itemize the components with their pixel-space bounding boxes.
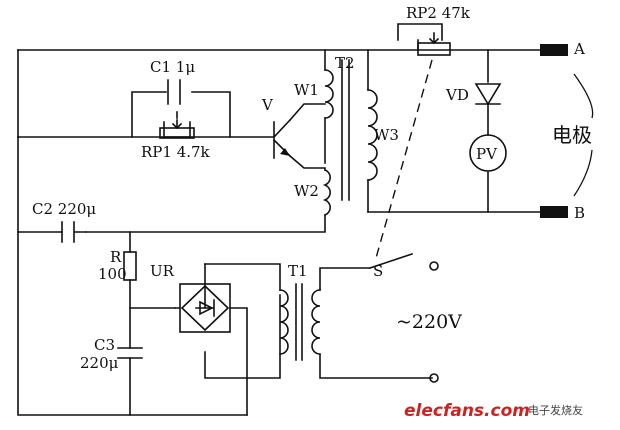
wiring [17, 23, 541, 416]
electrode-bracket [573, 73, 594, 197]
coil-w1 [324, 69, 334, 119]
transistor-v [272, 118, 292, 159]
label-vd: VD [445, 86, 469, 104]
label-ur: UR [150, 262, 175, 280]
label-w3: W3 [374, 126, 399, 144]
label-electrode: 电极 [552, 123, 592, 147]
transformer-t2-core [341, 59, 350, 201]
capacitor-c2 [61, 221, 87, 243]
capacitor-c3 [117, 347, 143, 359]
label-c1: C1 1μ [150, 58, 195, 76]
label-c2: C2 220μ [32, 200, 96, 218]
label-pv: PV [476, 145, 498, 163]
label-rp1: RP1 4.7k [141, 143, 211, 161]
potentiometer-rp1 [159, 119, 195, 139]
mains-terminals [429, 261, 439, 383]
resistor-r [123, 251, 137, 281]
diode-vd [474, 83, 502, 106]
mechanical-link [375, 59, 433, 259]
label-s: S [373, 262, 383, 280]
label-c3: C3 [94, 336, 115, 354]
coil-w2 [322, 168, 331, 217]
label-r: R [110, 248, 122, 266]
label-r-value: 100 [98, 265, 127, 283]
coil-w3 [367, 89, 378, 181]
capacitor-c1 [167, 79, 181, 105]
watermark: elecfans.com 电子发烧友 [404, 401, 583, 421]
electrode-b [540, 206, 568, 218]
transformer-t1 [279, 283, 321, 361]
label-w1: W1 [294, 81, 319, 99]
label-w2: W2 [294, 182, 319, 200]
potentiometer-rp2 [417, 32, 451, 56]
meter-pv [469, 134, 507, 172]
label-c3-value: 220μ [80, 354, 119, 372]
label-t1: T1 [288, 262, 308, 280]
electrode-a [540, 44, 568, 56]
label-v: V [261, 96, 274, 114]
label-rp2: RP2 47k [406, 4, 471, 22]
bridge-rectifier-ur [179, 283, 231, 333]
label-b: B [574, 204, 585, 222]
watermark-cn: 电子发烧友 [528, 403, 583, 417]
label-a: A [573, 40, 585, 58]
watermark-site: elecfans.com [404, 401, 530, 421]
label-t2: T2 [335, 54, 355, 72]
label-mains: ~220V [396, 311, 462, 333]
